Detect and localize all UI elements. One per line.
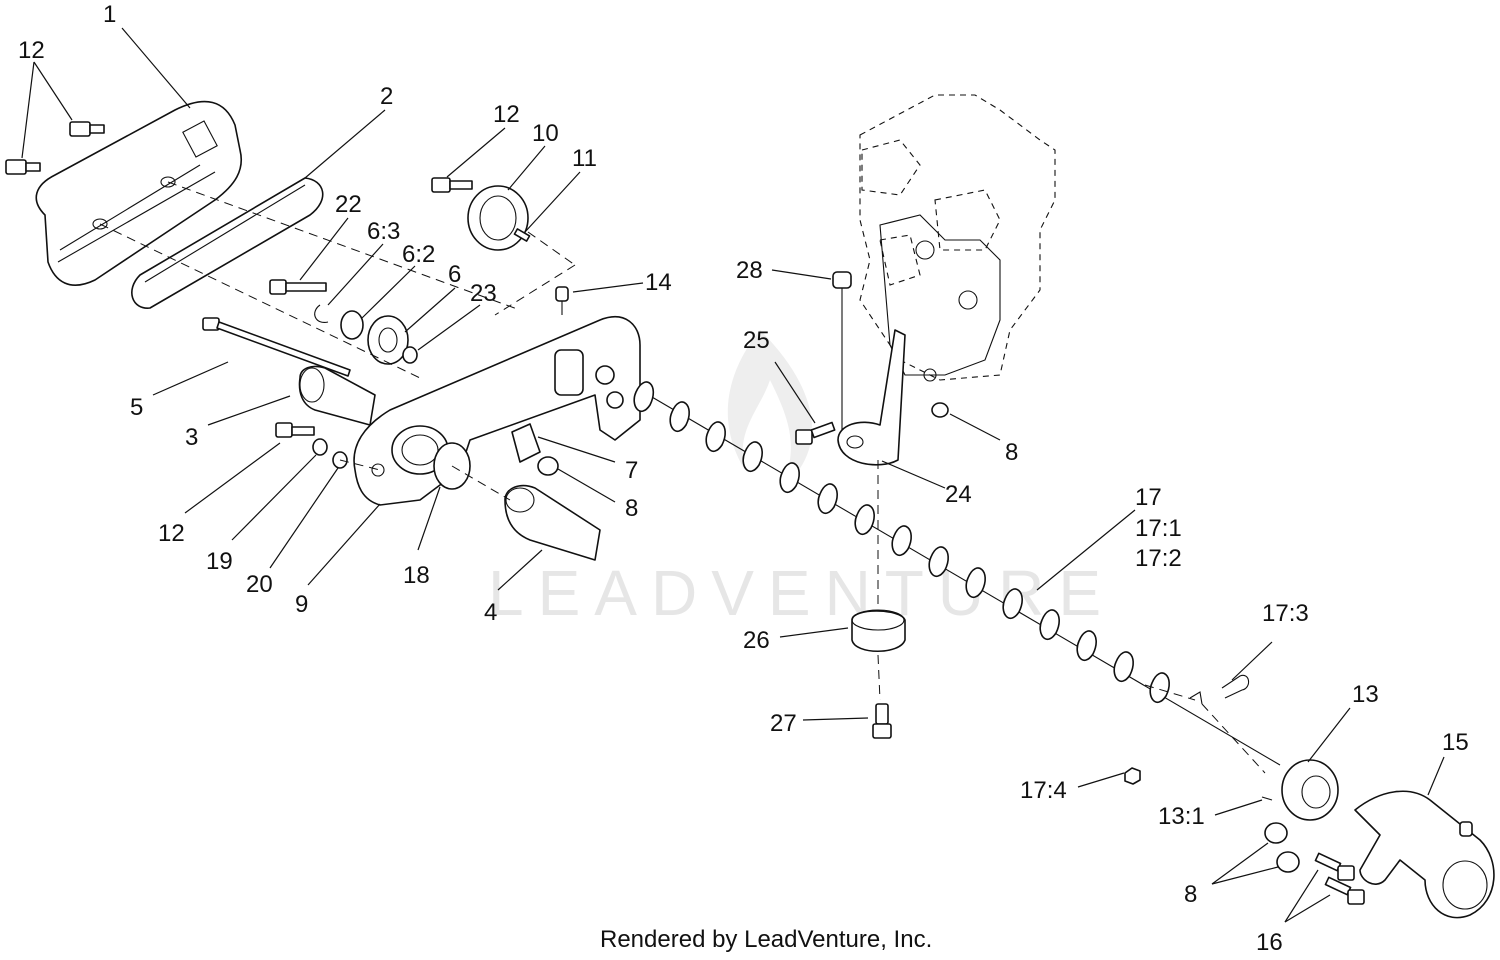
isolator — [851, 460, 906, 701]
callout-10: 10 — [532, 120, 559, 147]
callout-12: 12 — [493, 101, 520, 128]
bolt-27 — [872, 703, 892, 739]
engine-outline — [859, 94, 1056, 382]
nut-17-4 — [1124, 767, 1141, 785]
callout-17-3: 17:3 — [1262, 600, 1309, 627]
hairpin — [1189, 674, 1250, 705]
callout-26: 26 — [743, 627, 770, 654]
callout-23: 23 — [470, 280, 497, 307]
callout-8: 8 — [1005, 439, 1018, 466]
leader-lines — [21, 27, 1445, 923]
bolt-25 — [795, 421, 836, 445]
assembly-lines — [99, 181, 1266, 774]
callout-4: 4 — [484, 599, 497, 626]
callout-6-2: 6:2 — [402, 241, 435, 268]
nut-8-engine — [931, 402, 949, 418]
callout-8: 8 — [625, 495, 638, 522]
callout-8: 8 — [1184, 881, 1197, 908]
callout-3: 3 — [185, 424, 198, 451]
credit-line: Rendered by LeadVenture, Inc. — [600, 926, 932, 953]
nut-8-pair — [1264, 822, 1300, 873]
callout-1: 1 — [103, 1, 116, 28]
callout-labels: 1 12 2 12 10 11 22 6:3 6:2 6 23 14 28 25… — [18, 1, 1469, 956]
end-bracket — [1354, 790, 1495, 919]
callout-27: 27 — [770, 710, 797, 737]
callout-22: 22 — [335, 191, 362, 218]
callout-14: 14 — [645, 269, 672, 296]
callout-12: 12 — [18, 37, 45, 64]
callout-13: 13 — [1352, 681, 1379, 708]
callout-15: 15 — [1442, 729, 1469, 756]
callout-20: 20 — [246, 571, 273, 598]
bolt-12-pair — [5, 121, 105, 175]
callout-17-1: 17:1 — [1135, 515, 1182, 542]
spindle-and-bolt — [202, 317, 376, 426]
shaft-bearing — [1261, 759, 1339, 821]
callout-25: 25 — [743, 327, 770, 354]
bushing — [504, 484, 601, 561]
auger — [633, 381, 1281, 766]
watermark-text: LEADVENTURE — [488, 557, 1115, 629]
callout-19: 19 — [206, 548, 233, 575]
callout-28: 28 — [736, 257, 763, 284]
callout-2: 2 — [380, 83, 393, 110]
bearing-stack — [269, 279, 418, 365]
callout-5: 5 — [130, 394, 143, 421]
mount-bracket — [837, 329, 906, 466]
callout-17-4: 17:4 — [1020, 777, 1067, 804]
callout-9: 9 — [295, 591, 308, 618]
callout-11: 11 — [572, 145, 597, 172]
bracket-plate — [511, 423, 541, 463]
bolt-16-pair — [1314, 852, 1365, 905]
callout-17: 17 — [1135, 484, 1162, 511]
callout-24: 24 — [945, 481, 972, 508]
drive-belt — [131, 177, 324, 309]
grease-fitting — [555, 286, 569, 315]
nut-28 — [832, 271, 852, 430]
callout-6: 6 — [448, 261, 461, 288]
callout-12: 12 — [158, 520, 185, 547]
nut-8 — [537, 456, 559, 476]
belt-cover — [35, 100, 242, 286]
idler-pulley — [431, 177, 531, 251]
callout-18: 18 — [403, 562, 430, 589]
bolt-washer-stack — [275, 422, 348, 469]
watermark: LEADVENTURE — [488, 330, 1115, 629]
callout-6-3: 6:3 — [367, 218, 400, 245]
callout-7: 7 — [625, 457, 638, 484]
callout-13-1: 13:1 — [1158, 803, 1205, 830]
callout-17-2: 17:2 — [1135, 545, 1182, 572]
callout-16: 16 — [1256, 929, 1283, 956]
